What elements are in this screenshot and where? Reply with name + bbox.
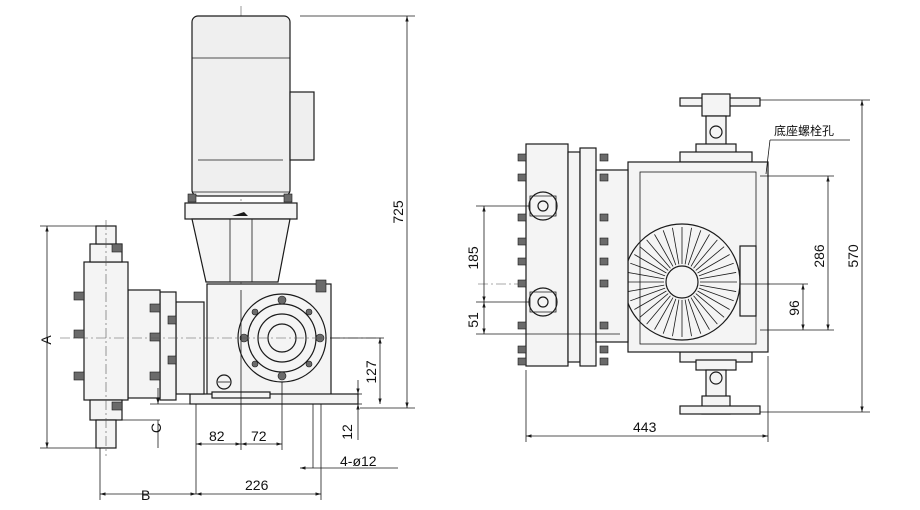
bolt	[517, 321, 527, 330]
dim-725: 725	[300, 15, 415, 409]
dim-226-label: 226	[245, 477, 269, 493]
bolt	[599, 257, 609, 266]
dim-b-label: B	[141, 487, 150, 503]
dim-570: 570	[760, 99, 870, 413]
motor-flange	[184, 202, 298, 220]
fan-blade	[634, 290, 667, 310]
bolt	[599, 173, 609, 182]
dim-12-label: 12	[339, 424, 355, 440]
dim-570-label: 570	[845, 244, 861, 268]
fan-blade	[630, 262, 666, 277]
bolt	[517, 357, 527, 366]
side-pump-heads	[517, 143, 629, 367]
fan-blade	[672, 227, 680, 265]
fan-blade	[639, 293, 669, 318]
dim-51-label: 51	[465, 312, 481, 328]
fan-blade	[639, 246, 669, 271]
bolt	[599, 153, 609, 162]
fan-blade	[627, 272, 665, 280]
dim-185-51: 185 51	[465, 205, 620, 335]
dim-286-96: 286 96	[740, 175, 834, 331]
dim-443-label: 443	[633, 419, 657, 435]
fan-blade	[698, 287, 734, 302]
dim-725-label: 725	[390, 200, 406, 224]
motor-fan	[623, 223, 741, 341]
fan-blade	[697, 290, 730, 310]
bolt	[599, 321, 609, 330]
dim-127-label: 127	[363, 360, 379, 384]
dim-226-b: B 226	[99, 448, 322, 503]
dim-82-72: 82 72	[195, 290, 283, 494]
dim-96-label: 96	[786, 300, 802, 316]
bolt	[517, 213, 527, 222]
fan-blade	[684, 299, 692, 337]
fan-blade	[693, 295, 718, 325]
fan-blade	[627, 284, 665, 292]
dim-185-label: 185	[465, 246, 481, 270]
dim-12: 12	[339, 380, 362, 440]
motor	[191, 15, 315, 197]
top-outlet	[679, 93, 761, 163]
bolt	[599, 237, 609, 246]
dim-286-label: 286	[811, 244, 827, 268]
fan-blade	[654, 297, 674, 330]
bottom-inlet	[679, 351, 761, 415]
fan-blade	[662, 230, 677, 266]
top-view: 185 51 286 96 570 443	[465, 93, 870, 442]
fan-blade	[687, 298, 702, 334]
fan-blade	[693, 239, 718, 269]
fan-blade	[695, 246, 725, 271]
fan-blade	[630, 287, 666, 302]
fan-blade	[690, 297, 710, 330]
fan-blade	[646, 295, 671, 325]
dim-127: 127	[330, 337, 384, 404]
side-view: 725 127 12 4-ø12	[38, 6, 415, 503]
bolt	[517, 173, 527, 182]
fan-blade	[654, 234, 674, 267]
dim-holes: 4-ø12	[300, 404, 398, 470]
dim-443: 443	[525, 356, 769, 442]
fan-blade	[695, 293, 725, 318]
dim-82-label: 82	[209, 428, 225, 444]
fan-blade	[672, 299, 680, 337]
fan-blade	[684, 227, 692, 265]
dim-a: A	[38, 225, 96, 449]
annotation-text: 底座螺栓孔	[774, 123, 834, 138]
fan-blade	[690, 234, 710, 267]
bolt	[599, 279, 609, 288]
dim-72-label: 72	[251, 428, 267, 444]
fan-blade	[699, 272, 737, 280]
bolt	[599, 213, 609, 222]
fan-blade	[687, 230, 702, 266]
bolt	[517, 257, 527, 266]
bolt	[517, 345, 527, 354]
dim-holes-label: 4-ø12	[340, 453, 377, 469]
fan-blade	[698, 262, 734, 277]
dim-c: C	[116, 388, 190, 448]
bolt	[517, 153, 527, 162]
fan-blade	[697, 254, 730, 274]
bolt	[599, 345, 609, 354]
fan-blade	[646, 239, 671, 269]
bolt	[517, 279, 527, 288]
dim-c-label: C	[148, 423, 164, 433]
bolt	[599, 357, 609, 366]
fan-blade	[699, 284, 737, 292]
base-bolt-hole-annotation: 底座螺栓孔	[765, 123, 850, 175]
fan-blade	[634, 254, 667, 274]
motor-adapter	[191, 218, 291, 283]
dim-a-label: A	[38, 335, 54, 345]
pump-head	[73, 225, 205, 449]
base-plate	[189, 393, 359, 405]
bolt	[517, 237, 527, 246]
fan-blade	[662, 298, 677, 334]
